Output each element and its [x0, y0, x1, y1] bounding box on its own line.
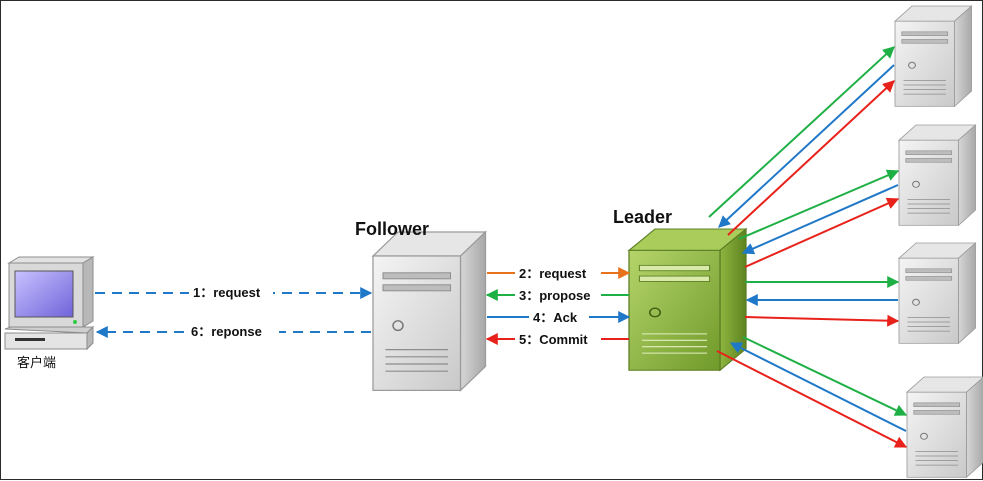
follower-server-3-icon — [898, 242, 977, 344]
leader-label: Leader — [613, 207, 672, 227]
message-3-label: 3：propose — [519, 288, 591, 303]
message-4-label: 4：Ack — [533, 310, 578, 325]
follower-label: Follower — [355, 219, 429, 239]
follower-server-2-icon — [898, 124, 977, 226]
label-bg — [529, 308, 589, 325]
label-bg — [515, 330, 601, 347]
leader-server-icon — [628, 228, 747, 372]
message-6-label: 6：reponse — [191, 324, 262, 339]
leader-follower-4-arrows — [716, 336, 908, 448]
client-computer-icon — [4, 256, 95, 351]
follower-server-icon — [372, 231, 487, 392]
label-bg — [187, 323, 279, 340]
leader-follower-3-arrows — [744, 276, 900, 327]
follower-server-1-icon — [894, 5, 973, 107]
label-bg — [515, 286, 601, 303]
message-5-label: 5：Commit — [519, 332, 588, 347]
follower-server-4-icon — [906, 376, 983, 478]
label-bg — [189, 284, 273, 301]
client-label: 客户端 — [17, 355, 56, 371]
message-2-label: 2：request — [519, 266, 587, 281]
leader-follower-2-arrows — [738, 169, 900, 268]
message-1-label: 1：request — [193, 285, 261, 300]
leader-follower-1-arrows — [708, 46, 895, 236]
label-bg — [515, 264, 601, 281]
